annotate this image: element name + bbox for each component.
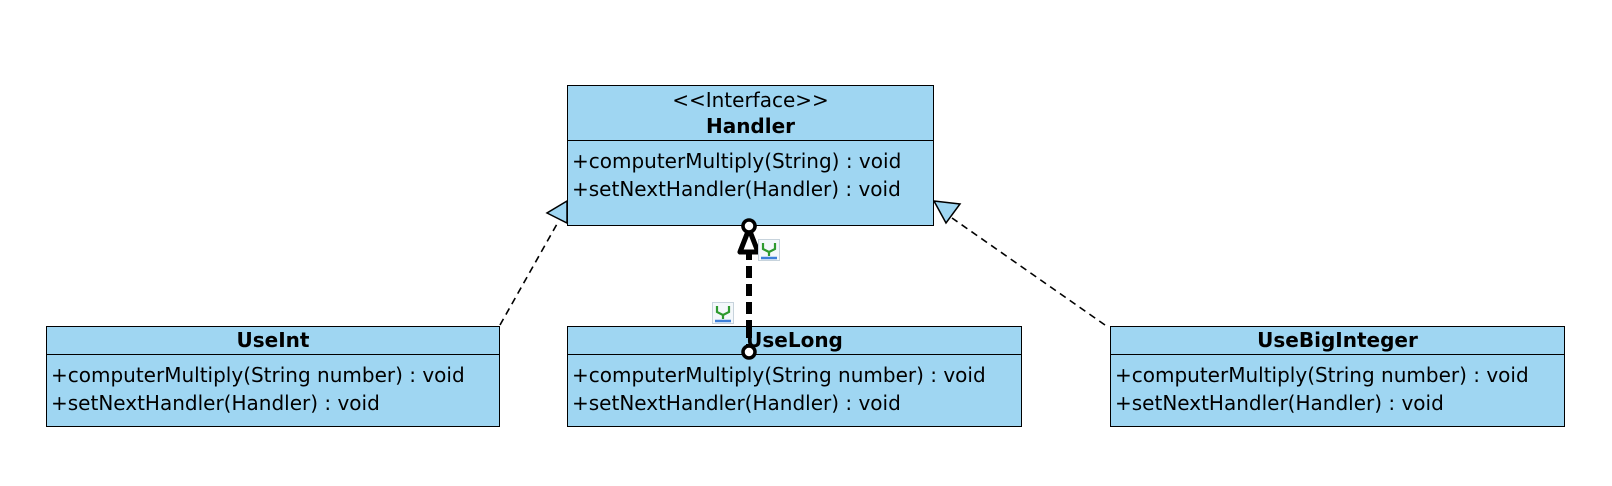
realization-usebiginteger-handler[interactable]: [932, 200, 1106, 326]
method-item: +computerMultiply(String number) : void: [1115, 363, 1529, 387]
realization-line-usebiginteger[interactable]: [951, 217, 1106, 326]
class-stereotype: <<Interface>>: [672, 88, 829, 112]
realization-arrowhead-uselong: [737, 226, 761, 255]
method-item: +setNextHandler(Handler) : void: [51, 391, 380, 415]
method-item: +computerMultiply(String number) : void: [572, 363, 986, 387]
realization-useint-handler[interactable]: [499, 199, 568, 326]
class-header: UseInt: [47, 327, 499, 355]
class-methods: +computerMultiply(String number) : void …: [1111, 355, 1564, 417]
class-header: UseLong: [568, 327, 1021, 355]
method-item: +setNextHandler(Handler) : void: [1115, 391, 1444, 415]
class-useint[interactable]: UseInt +computerMultiply(String number) …: [46, 326, 500, 427]
class-name: UseBigInteger: [1257, 328, 1418, 352]
class-methods: +computerMultiply(String number) : void …: [568, 355, 1021, 417]
class-name: UseLong: [746, 328, 843, 352]
class-methods: +computerMultiply(String number) : void …: [47, 355, 499, 417]
class-header: UseBigInteger: [1111, 327, 1564, 355]
method-item: +computerMultiply(String) : void: [572, 149, 902, 173]
class-usebiginteger[interactable]: UseBigInteger +computerMultiply(String n…: [1110, 326, 1565, 427]
class-uselong[interactable]: UseLong +computerMultiply(String number)…: [567, 326, 1022, 427]
class-header: <<Interface>> Handler: [568, 86, 933, 141]
class-handler[interactable]: <<Interface>> Handler +computerMultiply(…: [567, 85, 934, 226]
realization-arrowhead-usebiginteger: [932, 200, 962, 225]
class-methods: +computerMultiply(String) : void +setNex…: [568, 141, 933, 203]
method-item: +setNextHandler(Handler) : void: [572, 391, 901, 415]
realization-line-useint[interactable]: [499, 223, 558, 326]
selected-arrowhead-overlay: [737, 226, 761, 255]
method-item: +computerMultiply(String number) : void: [51, 363, 465, 387]
realization-arrowhead-useint: [545, 199, 568, 225]
class-name: UseInt: [236, 328, 310, 352]
method-item: +setNextHandler(Handler) : void: [572, 177, 901, 201]
connector-handle-icon[interactable]: [758, 239, 780, 261]
class-name: Handler: [705, 114, 796, 138]
connector-handle-icon[interactable]: [712, 302, 734, 324]
